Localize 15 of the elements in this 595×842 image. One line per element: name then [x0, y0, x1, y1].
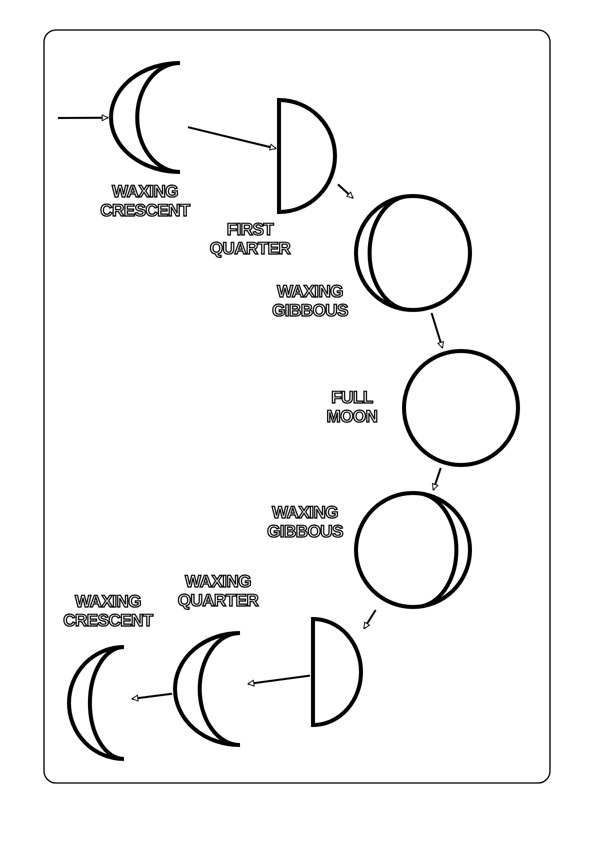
phase-label: WAXING GIBBOUS	[271, 282, 350, 320]
phase-label: FIRST QUARTER	[208, 220, 292, 258]
phase-label: WAXING GIBBOUS	[266, 503, 344, 541]
arrow	[337, 184, 354, 199]
arrow	[188, 126, 276, 150]
arrow	[248, 674, 310, 686]
arrow	[132, 692, 172, 702]
phase-label: WAXING QUARTER	[176, 572, 260, 610]
arrow	[58, 114, 108, 122]
phase-label: WAXING CRESCENT	[62, 592, 155, 630]
arrow	[432, 468, 442, 490]
phase-label: WAXING CRESCENT	[99, 182, 192, 220]
phase-label: FULL MOON	[326, 388, 378, 426]
arrow	[363, 609, 376, 630]
arrow	[430, 312, 444, 348]
